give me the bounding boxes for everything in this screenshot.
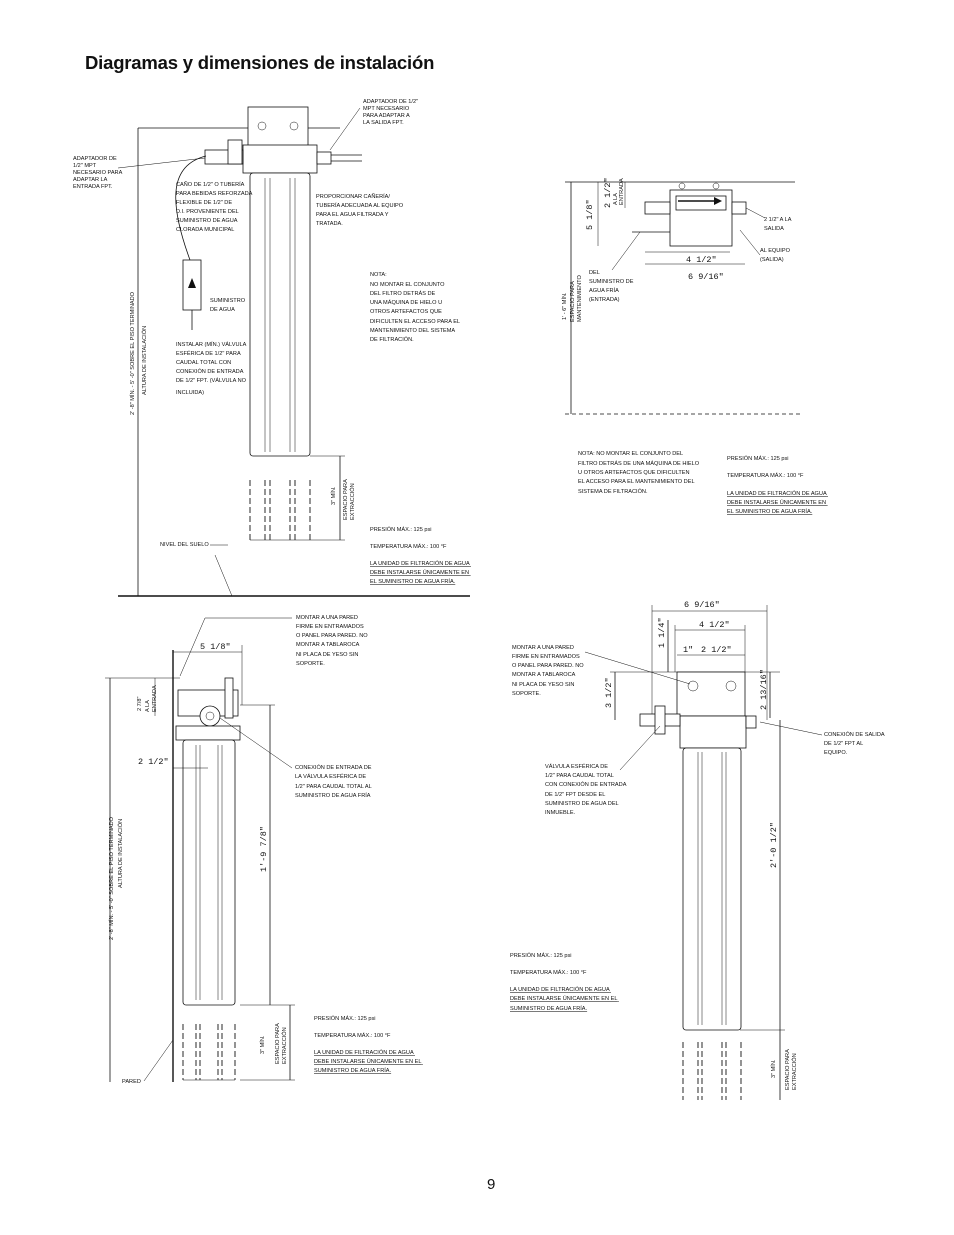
- flow-arrow-icon: [714, 197, 722, 205]
- provide-pipe-label: PROPORCIONAR CAÑERÍA/ TUBERÍA ADECUADA A…: [316, 193, 405, 227]
- filter-head: [679, 715, 747, 749]
- filter-head-side: [175, 725, 241, 741]
- spec-note: LA UNIDAD DE FILTRACIÓN DE AGUA DEBE INS…: [314, 1049, 423, 1074]
- dim-3-1-2: 3 1/2": [604, 677, 614, 708]
- dim-5-1-8: 5 1/8": [200, 642, 231, 652]
- dim-2-1-2: 2 1/2": [138, 757, 169, 767]
- page-title: Diagramas y dimensiones de instalación: [85, 52, 435, 73]
- mounting-bracket: [247, 106, 309, 148]
- spec-temperature: TEMPERATURA MÁX.: 100 °F: [370, 543, 447, 550]
- maintenance-min-label: 1' - 6" MÍN.: [561, 292, 568, 320]
- floor-level-label: NIVEL DEL SUELO: [160, 542, 209, 548]
- clearance-space-label: ESPACIO PARA EXTRACCIÓN: [275, 1022, 288, 1064]
- mount-screw-icon: [687, 680, 699, 692]
- spec-pressure: PRESIÓN MÁX.: 125 psi: [370, 526, 432, 533]
- clearance-min-label: 3" MÍN.: [330, 486, 337, 505]
- adaptor-outlet-label: ADAPTADOR DE 1/2" MPT NECESARIO PARA ADA…: [363, 99, 420, 126]
- supply-label: SUMINISTRO DE AGUA: [210, 298, 247, 313]
- spec-note: LA UNIDAD DE FILTRACIÓN DE AGUA DEBE INS…: [727, 490, 828, 515]
- dim-to-inlet-label: A LA ENTRADA: [145, 685, 158, 712]
- diagram-side-view: MONTAR A UNA PARED FIRME EN ENTRAMADOS O…: [105, 615, 423, 1085]
- inlet-fitting-top: [644, 201, 671, 215]
- note-label: NOTA: NO MONTAR EL CONJUNTO DEL FILTRO D…: [578, 451, 701, 495]
- mount-screw-icon: [289, 121, 299, 131]
- spec-note: LA UNIDAD DE FILTRACIÓN DE AGUA DEBE INS…: [510, 986, 619, 1012]
- dim-2-7-8: 2 7/8": [137, 697, 143, 711]
- dim-1: 1": [683, 645, 693, 655]
- diagram-front-view-top: ADAPTADOR DE 1/2" MPT NECESARIO PARA ADA…: [73, 99, 471, 597]
- adaptor-inlet-label: ADAPTADOR DE 1/2" MPT NECESARIO PARA ADA…: [73, 156, 124, 190]
- to-equipment-label: AL EQUIPO (SALIDA): [760, 248, 792, 263]
- dim-6-9-16: 6 9/16": [684, 600, 720, 610]
- dim-1-9-7-8: 1'-9 7/8": [259, 826, 269, 872]
- filter-head: [242, 144, 318, 174]
- install-height-label: ALTURA DE INSTALACIÓN: [141, 326, 148, 395]
- valve-label: VÁLVULA ESFÉRICA DE 1/2" PARA CAUDAL TOT…: [545, 763, 628, 816]
- height-label: 2' -8" MÍN. - 5' -0" SOBRE EL PISO TERMI…: [108, 816, 115, 940]
- tubing-label: CAÑO DE 1/2" O TUBERÍA PARA BEBIDAS REFO…: [176, 181, 254, 233]
- supply-tubing: [175, 155, 207, 261]
- spec-pressure: PRESIÓN MÁX.: 125 psi: [314, 1015, 376, 1022]
- clearance-space-label: ESPACIO PARA EXTRACCIÓN: [343, 478, 356, 520]
- install-height-label: ALTURA DE INSTALACIÓN: [117, 819, 124, 888]
- dim-2-1-2: 2 1/2": [701, 645, 732, 655]
- wall-label: PARED: [122, 1079, 141, 1085]
- inlet-connection-label: CONEXIÓN DE ENTRADA DE LA VÁLVULA ESFÉRI…: [295, 764, 373, 799]
- spec-pressure: PRESIÓN MÁX.: 125 psi: [727, 455, 789, 462]
- mount-screw-icon: [257, 121, 267, 131]
- dim-1-1-4: 1 1/4": [657, 617, 667, 648]
- dim-5-1-8: 5 1/8": [585, 199, 595, 230]
- diagram-front-view-bottom: 6 9/16" 4 1/2" 1 1/4" 1" 2 1/2" 3 1/2" 2…: [510, 600, 886, 1100]
- valve-label: INSTALAR (MÍN.) VÁLVULA ESFÉRICA DE 1/2"…: [176, 341, 248, 396]
- maintenance-space-label: ESPACIO PARA MANTENIMIENTO: [570, 275, 583, 322]
- mount-label: MONTAR A UNA PARED FIRME EN ENTRAMADOS O…: [512, 645, 585, 697]
- dim-2-0-1-2: 2'-0 1/2": [769, 822, 779, 868]
- spec-temperature: TEMPERATURA MÁX.: 100 °F: [727, 472, 804, 479]
- spec-pressure: PRESIÓN MÁX.: 125 psi: [510, 952, 572, 959]
- filter-cartridge: [682, 747, 742, 1031]
- page-number: 9: [487, 1176, 496, 1193]
- diagram-top-view: 5 1/8" 2 1/2" A LA ENTRADA 4 1/2" 6 9/16…: [561, 177, 828, 515]
- filter-cartridge-side: [182, 739, 236, 1006]
- clearance-space-label: ESPACIO PARA EXTRACCIÓN: [785, 1048, 798, 1090]
- outlet-fitting: [316, 151, 332, 165]
- mount-screw-icon: [725, 680, 737, 692]
- filter-cartridge: [249, 172, 311, 457]
- outlet-fitting-top: [731, 201, 747, 215]
- dim-4-1-2: 4 1/2": [699, 620, 730, 630]
- clearance-min-label: 3" MÍN.: [259, 1035, 266, 1054]
- flow-arrow-icon: [188, 278, 196, 288]
- spec-note: LA UNIDAD DE FILTRACIÓN DE AGUA DEBE INS…: [370, 560, 471, 585]
- dim-6-9-16: 6 9/16": [688, 272, 724, 282]
- clearance-min-label: 3" MÍN.: [770, 1059, 777, 1078]
- inlet-valve-body: [227, 139, 243, 165]
- dim-2-13-16: 2 13/16": [759, 669, 769, 710]
- outlet-fitting: [745, 715, 757, 729]
- from-supply-label: DEL SUMINISTRO DE AGUA FRÍA (ENTRADA): [589, 270, 635, 303]
- spec-temperature: TEMPERATURA MÁX.: 100 °F: [314, 1032, 391, 1039]
- dim-4-1-2: 4 1/2": [686, 255, 717, 265]
- mount-label: MONTAR A UNA PARED FIRME EN ENTRAMADOS O…: [296, 615, 369, 667]
- spec-temperature: TEMPERATURA MÁX.: 100 °F: [510, 969, 587, 976]
- height-label: 2' -8" MÍN. - 5' -0" SOBRE EL PISO TERMI…: [129, 291, 136, 415]
- outlet-label: 2 1/2" A LA SALIDA: [764, 217, 793, 232]
- inlet-valve-icon: [199, 705, 221, 727]
- note-label: NOTA: NO MONTAR EL CONJUNTO DEL FILTRO D…: [370, 272, 461, 343]
- dim-to-inlet-label: A LA ENTRADA: [613, 178, 625, 205]
- outlet-connection-label: CONEXIÓN DE SALIDA DE 1/2" FPT AL EQUIPO…: [824, 731, 886, 756]
- mounting-bracket: [676, 671, 746, 717]
- dim-2-1-2: 2 1/2": [603, 177, 613, 208]
